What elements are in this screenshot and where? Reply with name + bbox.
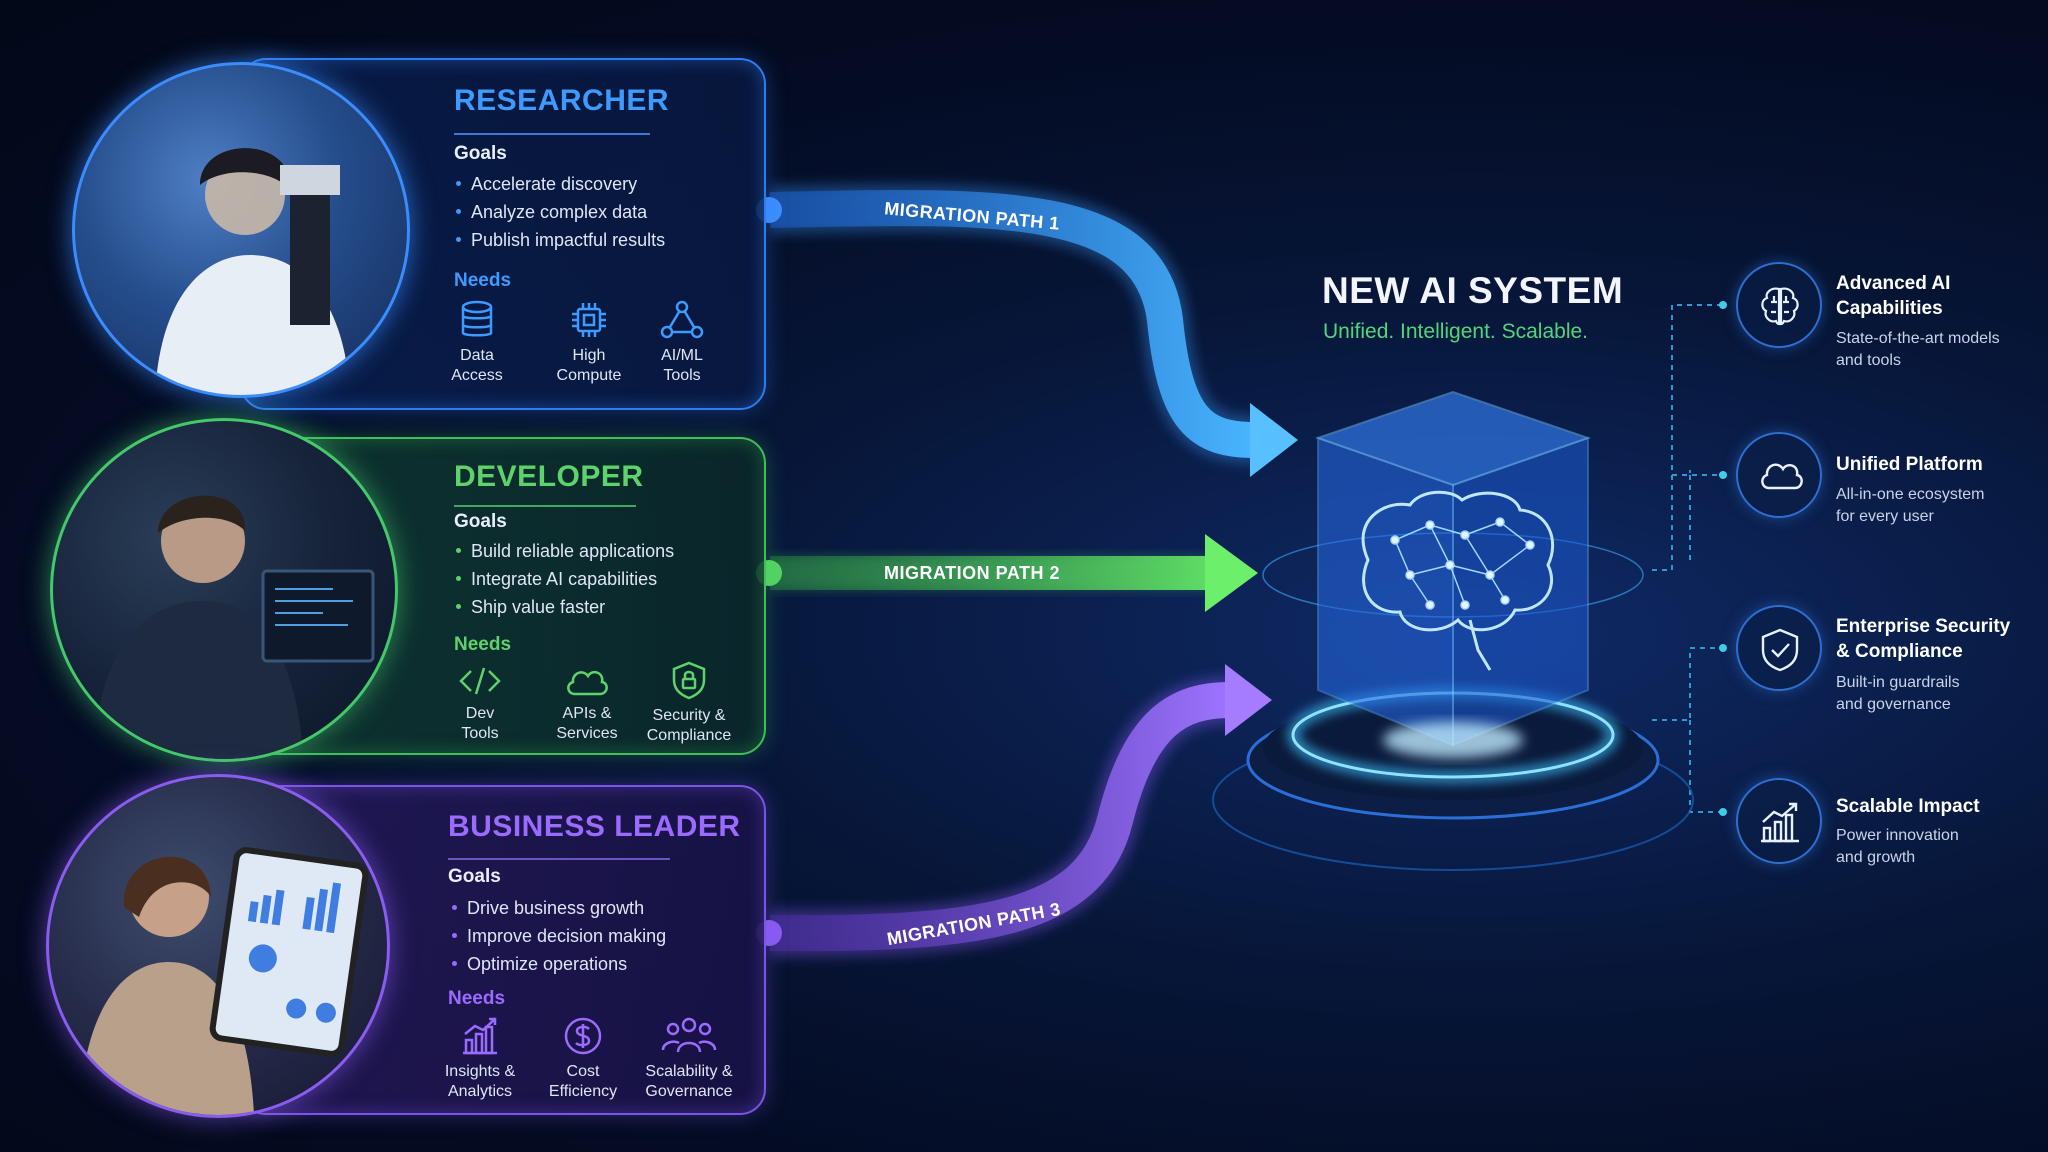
list-item: Accelerate discovery	[452, 170, 665, 198]
arrowhead-path-1	[1250, 403, 1298, 477]
list-item: Optimize operations	[448, 950, 666, 978]
brain-icon	[1761, 287, 1799, 326]
title-underline	[454, 133, 650, 135]
shield-check-icon	[1761, 628, 1799, 672]
persona-title-business-leader: BUSINESS LEADER	[448, 810, 741, 843]
arrowhead-path-3	[1225, 664, 1272, 736]
needs-label: Needs	[448, 988, 506, 1009]
researcher-photo	[72, 62, 410, 398]
developer-photo	[50, 418, 398, 762]
list-item: Build reliable applications	[452, 537, 674, 565]
needs-label: Needs	[454, 634, 512, 655]
goals-label: Goals	[448, 866, 501, 887]
growth-chart-icon	[1761, 802, 1799, 843]
need-apis-services: APIs &Services	[532, 664, 642, 744]
feature-connectors	[1652, 304, 1722, 813]
bar-chart-icon	[463, 1017, 497, 1055]
title-underline	[448, 858, 670, 860]
list-item: Publish impactful results	[452, 226, 665, 254]
ai-core-visual	[1212, 390, 1694, 871]
shield-lock-icon	[672, 661, 706, 700]
feature-icon-scalable-impact	[1736, 778, 1822, 864]
feature-title-scalable-impact: Scalable Impact	[1836, 796, 1980, 817]
feature-title-unified-platform: Unified Platform	[1836, 454, 1983, 475]
cloud-icon	[1761, 463, 1803, 490]
chip-icon	[572, 303, 606, 337]
system-title: NEW AI SYSTEM	[1322, 270, 1624, 311]
need-security-compliance: Security &Compliance	[634, 660, 744, 746]
persona-title-developer: DEVELOPER	[454, 460, 644, 493]
dollar-icon	[564, 1017, 602, 1055]
people-icon	[661, 1017, 717, 1053]
system-subtitle: Unified. Intelligent. Scalable.	[1323, 320, 1588, 343]
feature-title-enterprise-security: Enterprise Security& Compliance	[1836, 616, 2011, 662]
need-insights-analytics: Insights &Analytics	[425, 1016, 535, 1102]
developer-goals-list: Build reliable applications Integrate AI…	[452, 537, 674, 621]
feature-icon-unified-platform	[1736, 432, 1822, 518]
list-item: Integrate AI capabilities	[452, 565, 674, 593]
goals-label: Goals	[454, 511, 507, 532]
list-item: Ship value faster	[452, 593, 674, 621]
list-item: Drive business growth	[448, 894, 666, 922]
business-leader-goals-list: Drive business growth Improve decision m…	[448, 894, 666, 978]
goals-label: Goals	[454, 143, 507, 164]
need-scalability-governance: Scalability &Governance	[634, 1016, 744, 1102]
arrowhead-path-2	[1205, 534, 1258, 612]
migration-path-2-label: MIGRATION PATH 2	[884, 563, 1060, 583]
feature-icon-advanced-ai	[1736, 262, 1822, 348]
database-icon	[461, 300, 493, 337]
persona-title-researcher: RESEARCHER	[454, 84, 670, 117]
code-icon	[459, 667, 501, 695]
business-leader-photo	[46, 774, 390, 1118]
list-item: Improve decision making	[448, 922, 666, 950]
needs-label: Needs	[454, 270, 512, 291]
network-icon	[660, 300, 704, 339]
title-underline	[454, 505, 636, 507]
researcher-goals-list: Accelerate discovery Analyze complex dat…	[452, 170, 665, 254]
list-item: Analyze complex data	[452, 198, 665, 226]
feature-icon-enterprise-security	[1736, 605, 1822, 691]
cloud-icon	[567, 670, 608, 696]
